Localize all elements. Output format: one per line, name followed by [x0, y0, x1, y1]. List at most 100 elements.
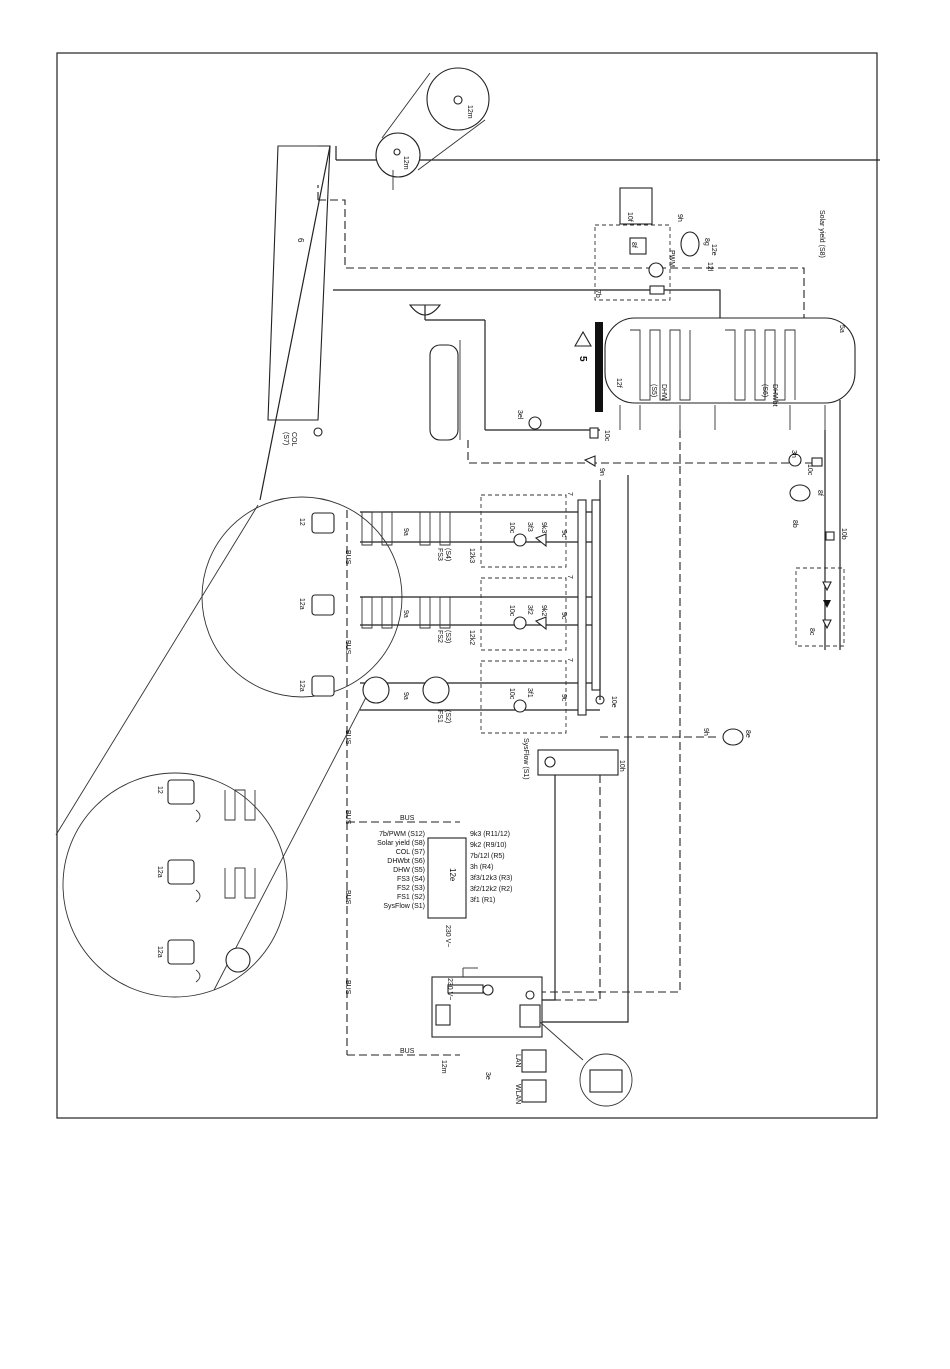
pump-icon [788, 453, 802, 467]
controller-box [427, 837, 467, 919]
radiator-icon [422, 676, 450, 704]
bus-label-8: BUS [400, 1048, 415, 1055]
tank-id-label: 5 [577, 356, 588, 362]
wlan-label: WLAN [514, 1084, 521, 1104]
unit-7-z1: 7 [566, 658, 573, 662]
wlan-icon [521, 1079, 547, 1103]
unit-10c-z2: 10c [508, 605, 515, 617]
unit-10c-z3: 10c [508, 522, 515, 534]
controller-output-label: 7b/12l (R5) [470, 853, 505, 860]
expansion-vessel-icon [680, 231, 700, 257]
unit-7-z3: 7 [566, 492, 573, 496]
pump-icon [513, 699, 527, 713]
unit-10h-label: 10h [618, 760, 625, 772]
room-controller-icon [167, 939, 195, 965]
unit-9k2-label: 9k2 [540, 605, 547, 616]
underfloor-coil-icon [361, 596, 393, 629]
sensor-icon [453, 95, 463, 105]
zone-fs3-a: FS3 [436, 548, 443, 561]
underfloor-coil-icon [361, 511, 393, 546]
unit-8f-label: 8f [630, 242, 637, 248]
controller-input-label: 7b/PWM (S12) [379, 831, 425, 838]
unit-10c-z1: 10c [508, 688, 515, 700]
pump-icon [528, 416, 542, 430]
bathtub-icon [429, 344, 459, 441]
system-controller: 12e 7b/PWM (S12)Solar yield (S8)COL (S7)… [377, 831, 512, 947]
valve-icon [534, 616, 547, 631]
wd-12: 12 [156, 786, 163, 794]
unit-12l-label: 12l [706, 262, 713, 272]
dhwbt-label-a: DHWbt [771, 384, 778, 407]
label-12e-a: 12e [710, 244, 717, 256]
sensor-12m-small-label: 12m [402, 156, 409, 170]
unit-7b-label: 7b [594, 290, 601, 298]
controller-12a-label: 12a [298, 598, 305, 610]
expansion-vessel-icon [722, 728, 744, 746]
dhw-tank: 5 5a DHW (S5) DHWbt (S6) 12f [574, 317, 856, 430]
solar-collector-icon [267, 145, 331, 421]
wireless-signal-icon [195, 809, 201, 823]
unit-3f3-label: 3f3 [526, 522, 533, 532]
underfloor-coil-icon [224, 867, 256, 899]
unit-9c-z2: 9c [560, 612, 567, 620]
room-controller-icon [167, 859, 195, 885]
pump-icon [648, 262, 664, 278]
outdoor-sensor-detail: 12m 12m [375, 67, 490, 190]
solar-yield-label: Solar yield (S8) [818, 210, 825, 258]
wd-12a-2: 12a [156, 946, 163, 958]
controller-input-label: FS3 (S4) [397, 876, 425, 883]
bus-label-5: BUS [344, 890, 351, 905]
controller-input-label: Solar yield (S8) [377, 840, 425, 847]
controller-input-label: DHW (S5) [393, 867, 425, 874]
pump-icon [482, 984, 494, 996]
sensor-icon [544, 756, 556, 768]
controller-output-label: 3f3/12k3 (R3) [470, 875, 512, 882]
bus-label-2: BUS [344, 640, 351, 655]
unit-8b-label: 8b [791, 520, 798, 528]
controller-output-label: 3f1 (R1) [470, 897, 495, 904]
controller-input-label: FS1 (S2) [397, 894, 425, 901]
room-controller-icon [311, 594, 335, 616]
controller-input-label: DHWbt (S6) [387, 858, 425, 865]
unit-8e-label: 8e [744, 730, 751, 738]
wd-12a-1: 12a [156, 866, 163, 878]
col-sensor-label-b: (S7) [282, 432, 289, 445]
unit-10f-box [619, 187, 653, 225]
solar-collector: 6 COL (S7) [259, 145, 880, 501]
controller-input-label: FS2 (S3) [397, 885, 425, 892]
unit-12k3-label: 12k3 [468, 548, 475, 563]
zone-fs2-b: (S3) [444, 630, 451, 643]
unit-9c-z3: 9c [560, 530, 567, 538]
boiler-detail-magnifier [579, 1053, 633, 1107]
unit-10b-label: 10b [840, 528, 847, 540]
consumers: 3el [408, 304, 815, 464]
unit-12k2-label: 12k2 [468, 630, 475, 645]
sensor-12m-label: 12m [466, 105, 473, 119]
unit-7-z2: 7 [566, 575, 573, 579]
underfloor-coil-icon [419, 511, 451, 546]
diagram-frame [56, 52, 878, 1119]
room-controller-icon [167, 779, 195, 805]
zone-fs2-a: FS2 [436, 630, 443, 643]
valve-icon [822, 619, 832, 630]
tank-body [604, 317, 856, 404]
controller-input-label: SysFlow (S1) [383, 903, 425, 910]
room-controller-icon [311, 675, 335, 697]
unit-3el-label: 3el [516, 410, 523, 420]
warning-icon [574, 330, 592, 347]
collector-label: 6 [296, 238, 305, 243]
unit-3f2-label: 3f2 [526, 605, 533, 615]
unit-12f-label: 12f [615, 378, 622, 388]
controller-output-label: 9k3 (R11/12) [470, 831, 510, 838]
dhw-label-b: (S5) [650, 384, 657, 397]
unit-10e-label: 10e [610, 696, 617, 708]
unit-9n-label: 9n [598, 468, 605, 476]
col-sensor-label-a: COL [290, 432, 297, 447]
sensor-icon [313, 427, 323, 437]
unit-9a-z3: 9a [402, 528, 409, 536]
wireless-detail: 12 12a 12a [62, 772, 288, 998]
boiler: 230 V~ [431, 967, 543, 1038]
lan-icon [521, 1049, 547, 1073]
cold-water-inlet: 8f 8b 10b 8c [789, 400, 847, 650]
controller-label: 12e [448, 868, 457, 882]
